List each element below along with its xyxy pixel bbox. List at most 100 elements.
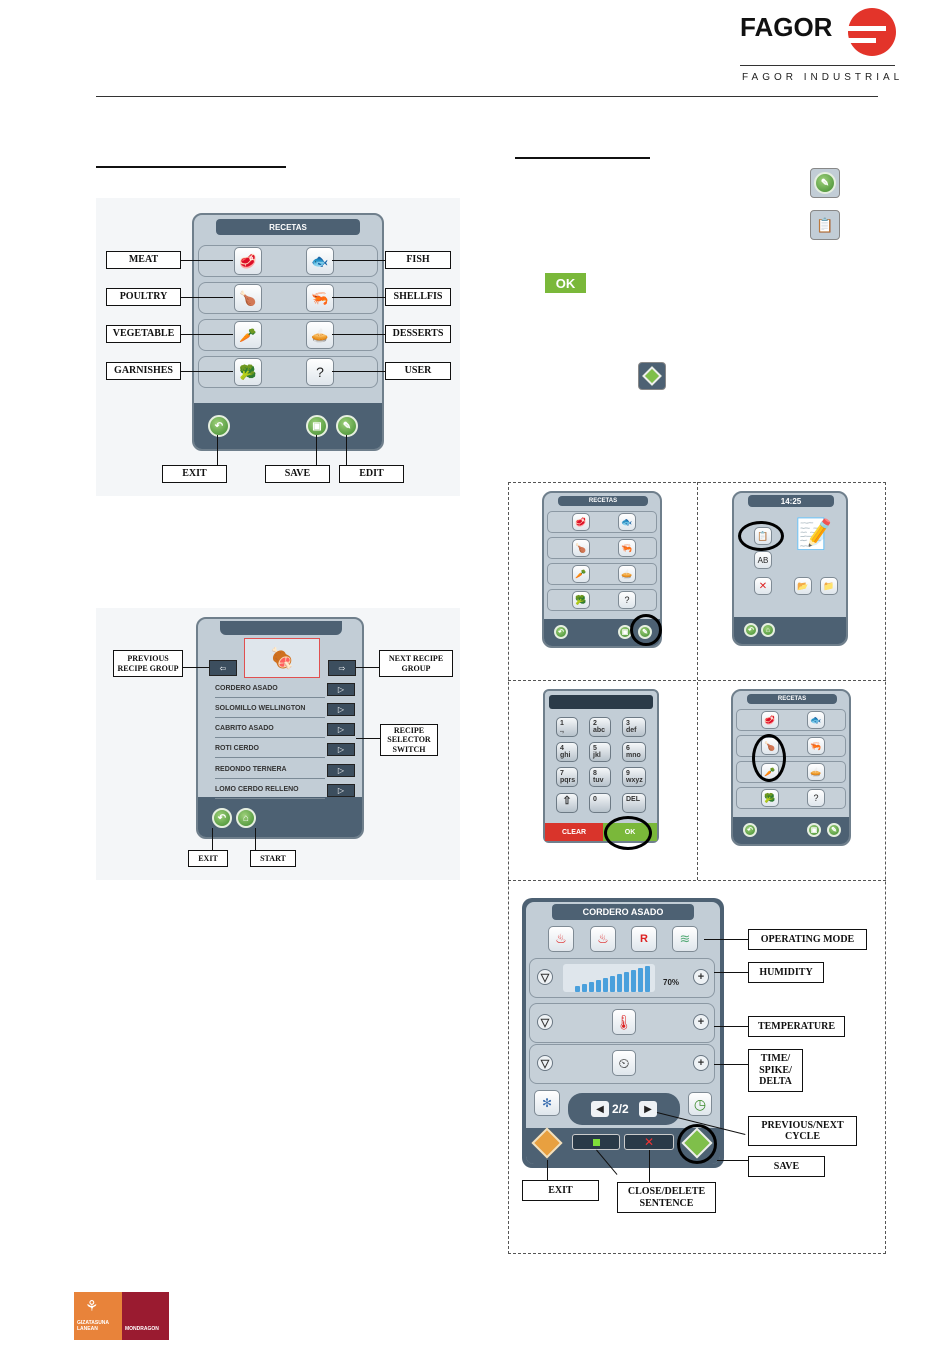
- ab-icon[interactable]: AB: [754, 551, 772, 569]
- footer-logo-left: GIZATASUNA LANEAN: [74, 1292, 122, 1340]
- timer-probe-icon[interactable]: ⏲: [612, 1050, 636, 1076]
- garnishes-icon[interactable]: 🥦: [234, 358, 262, 386]
- humidity-decrease-icon[interactable]: ▽: [537, 969, 553, 985]
- thermometer-icon[interactable]: 🌡: [612, 1009, 636, 1035]
- exit-back-icon[interactable]: ↶: [744, 623, 758, 637]
- delete-icon[interactable]: ✕: [754, 577, 772, 595]
- key-del[interactable]: DEL: [622, 793, 646, 813]
- label-start: START: [250, 850, 296, 867]
- folder-icon[interactable]: 📁: [820, 577, 838, 595]
- combination-mode-icon[interactable]: ♨: [590, 926, 616, 952]
- save-icon[interactable]: ▣: [807, 823, 821, 837]
- label-save: SAVE: [265, 465, 330, 483]
- label-garnishes: GARNISHES: [106, 362, 181, 380]
- poultry-icon[interactable]: 🍗: [572, 539, 590, 557]
- user-icon[interactable]: ?: [807, 789, 825, 807]
- exit-back-icon[interactable]: ↶: [554, 625, 568, 639]
- row-vegetable-desserts: [198, 319, 378, 351]
- key-1[interactable]: 1.,: [556, 717, 578, 737]
- brand-subtitle: FAGOR INDUSTRIAL: [742, 72, 904, 83]
- recipe-select-arrow[interactable]: ▷: [327, 764, 355, 777]
- exit-back-icon[interactable]: ↶: [208, 415, 230, 437]
- convection-mode-icon[interactable]: ♨: [548, 926, 574, 952]
- desserts-icon[interactable]: 🥧: [618, 565, 636, 583]
- humidity-bar-track: [563, 964, 655, 992]
- temperature-increase-icon[interactable]: +: [693, 1014, 709, 1030]
- save-icon[interactable]: ▣: [618, 625, 632, 639]
- people-icon: ⚘: [85, 1298, 99, 1315]
- save-icon[interactable]: ▣: [306, 415, 328, 437]
- label-exit: EXIT: [162, 465, 227, 483]
- home-icon[interactable]: ⌂: [761, 623, 775, 637]
- label-vegetable: VEGETABLE: [106, 325, 181, 343]
- clock-icon[interactable]: ◷: [688, 1092, 712, 1116]
- regeneration-mode-icon[interactable]: R: [631, 926, 657, 952]
- edit-icon[interactable]: ✎: [336, 415, 358, 437]
- desserts-icon[interactable]: 🥧: [807, 763, 825, 781]
- poultry-icon[interactable]: 🍗: [234, 284, 262, 312]
- fish-icon[interactable]: 🐟: [618, 513, 636, 531]
- key-0[interactable]: 0: [589, 793, 611, 813]
- recipe-select-arrow[interactable]: ▷: [327, 683, 355, 696]
- label-previous-next-cycle: PREVIOUS/NEXT CYCLE: [748, 1116, 857, 1146]
- keypad-display[interactable]: [549, 695, 653, 709]
- edit-icon[interactable]: ✎: [827, 823, 841, 837]
- previous-cycle-icon[interactable]: ◀: [591, 1101, 609, 1117]
- header-rule: [96, 96, 878, 97]
- close-sentence-control[interactable]: [572, 1134, 620, 1150]
- meat-icon[interactable]: 🥩: [234, 247, 262, 275]
- label-previous-group: PREVIOUS RECIPE GROUP: [113, 650, 183, 677]
- recipe-select-arrow[interactable]: ▷: [327, 723, 355, 736]
- vegetable-icon[interactable]: 🥕: [234, 321, 262, 349]
- footer-logo-right: MONDRAGON: [122, 1292, 169, 1340]
- meat-icon[interactable]: 🥩: [761, 711, 779, 729]
- time-decrease-icon[interactable]: ▽: [537, 1055, 553, 1071]
- user-icon[interactable]: ?: [306, 358, 334, 386]
- next-group-arrow-icon[interactable]: ⇨: [328, 660, 356, 676]
- clear-button[interactable]: CLEAR: [545, 823, 603, 841]
- highlight-ring: [752, 734, 786, 782]
- user-icon[interactable]: ?: [618, 591, 636, 609]
- time-increase-icon[interactable]: +: [693, 1055, 709, 1071]
- label-humidity: HUMIDITY: [748, 962, 824, 983]
- exit-back-icon[interactable]: ↶: [212, 808, 232, 828]
- start-home-icon[interactable]: ⌂: [236, 808, 256, 828]
- garnishes-icon[interactable]: 🥦: [761, 789, 779, 807]
- folder-open-icon[interactable]: 📂: [794, 577, 812, 595]
- fish-icon[interactable]: 🐟: [306, 247, 334, 275]
- next-cycle-icon[interactable]: ▶: [639, 1101, 657, 1117]
- cycle-selector: [568, 1093, 680, 1125]
- exit-back-icon[interactable]: ↶: [743, 823, 757, 837]
- delete-sentence-control[interactable]: ✕: [624, 1134, 674, 1150]
- section-heading-right-underline: [515, 157, 650, 159]
- recipe-select-arrow[interactable]: ▷: [327, 784, 355, 797]
- fish-icon[interactable]: 🐟: [807, 711, 825, 729]
- shellfish-icon[interactable]: 🦐: [618, 539, 636, 557]
- recipe-select-arrow[interactable]: ▷: [327, 703, 355, 716]
- desserts-icon[interactable]: 🥧: [306, 321, 334, 349]
- step2-screen: 14:25 📋 AB ✕ 📂 📁 📝 ↶ ⌂: [732, 491, 848, 646]
- humidity-value: 70%: [663, 978, 680, 987]
- shift-arrow-icon[interactable]: ⇧: [556, 793, 578, 813]
- vegetable-icon[interactable]: 🥕: [572, 565, 590, 583]
- recipe-select-arrow[interactable]: ▷: [327, 743, 355, 756]
- previous-group-arrow-icon[interactable]: ⇦: [209, 660, 237, 676]
- shellfish-icon[interactable]: 🦐: [807, 737, 825, 755]
- temperature-decrease-icon[interactable]: ▽: [537, 1014, 553, 1030]
- garnishes-icon[interactable]: 🥦: [572, 591, 590, 609]
- shellfish-icon[interactable]: 🦐: [306, 284, 334, 312]
- meat-icon[interactable]: 🥩: [572, 513, 590, 531]
- fan-icon[interactable]: ✻: [534, 1090, 560, 1116]
- brand-rule: [740, 65, 895, 66]
- humidity-increase-icon[interactable]: +: [693, 969, 709, 985]
- step1-screen: RECETAS 🥩 🐟 🍗 🦐 🥕 🥧 🥦 ? ↶ ▣ ✎: [542, 491, 662, 648]
- steam-mode-icon[interactable]: ≋: [672, 926, 698, 952]
